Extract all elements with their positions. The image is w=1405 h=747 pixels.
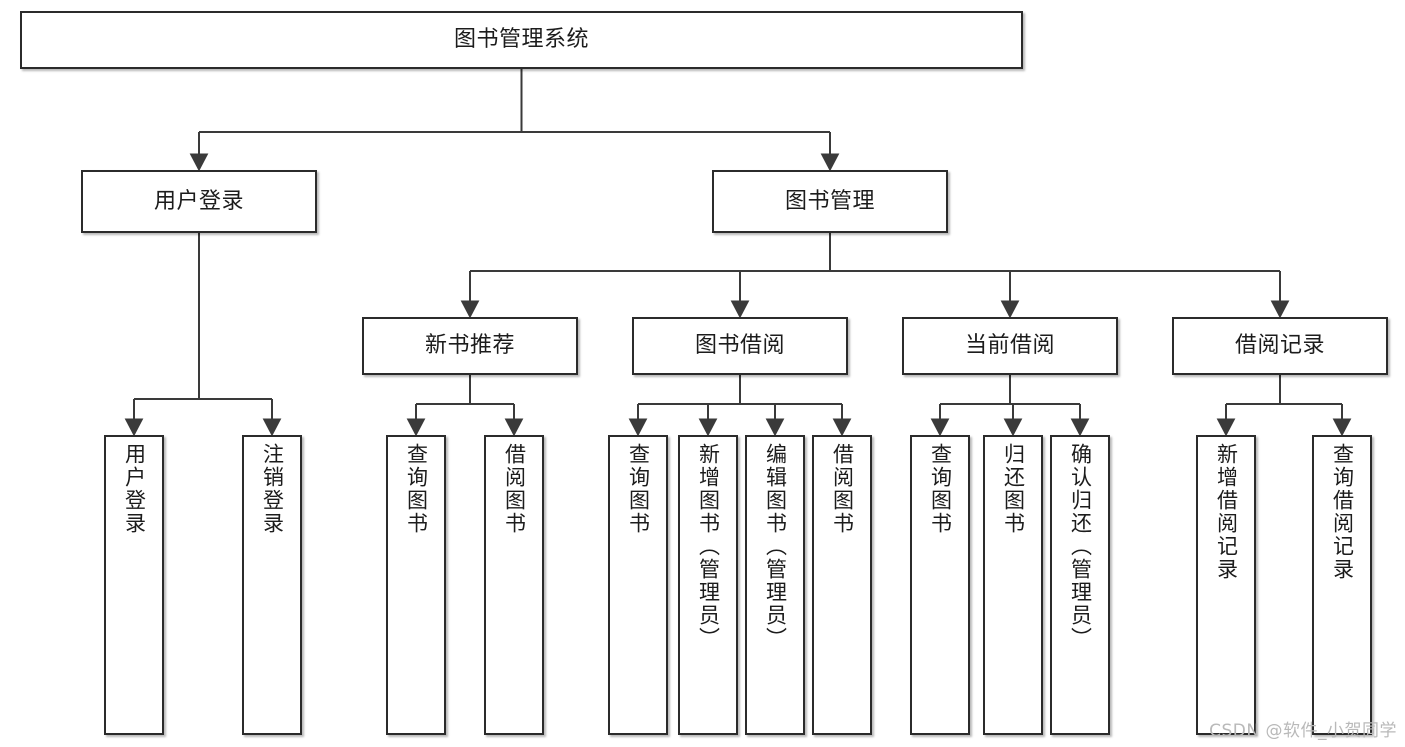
node-label: 新增图书（管理员）: [696, 443, 721, 650]
node-leaf-query-book-1[interactable]: 查询图书: [386, 435, 446, 735]
node-leaf-borrow-book-1[interactable]: 借阅图书: [484, 435, 544, 735]
node-label: 新书推荐: [424, 333, 515, 359]
node-current-loan[interactable]: 当前借阅: [902, 317, 1118, 375]
node-leaf-edit-book[interactable]: 编辑图书（管理员）: [745, 435, 805, 735]
node-loan-record[interactable]: 借阅记录: [1172, 317, 1388, 375]
node-label: 查询图书: [928, 443, 953, 535]
node-book-manage[interactable]: 图书管理: [712, 170, 948, 233]
node-leaf-user-login[interactable]: 用户登录: [104, 435, 164, 735]
node-label: 编辑图书（管理员）: [763, 443, 788, 650]
node-label: 当前借阅: [964, 333, 1055, 359]
node-label: 图书借阅: [694, 333, 785, 359]
node-leaf-user-logout[interactable]: 注销登录: [242, 435, 302, 735]
node-label: 查询借阅记录: [1330, 443, 1355, 581]
node-leaf-confirm-return[interactable]: 确认归还（管理员）: [1050, 435, 1110, 735]
watermark-label: CSDN @软件_小贺同学: [1209, 721, 1397, 741]
node-leaf-add-record[interactable]: 新增借阅记录: [1196, 435, 1256, 735]
node-label: 借阅图书: [502, 443, 527, 535]
node-user-login[interactable]: 用户登录: [81, 170, 317, 233]
node-leaf-query-record[interactable]: 查询借阅记录: [1312, 435, 1372, 735]
node-label: 查询图书: [626, 443, 651, 535]
node-label: 归还图书: [1001, 443, 1026, 535]
node-leaf-query-book-2[interactable]: 查询图书: [608, 435, 668, 735]
node-label: 借阅图书: [830, 443, 855, 535]
node-label: 借阅记录: [1234, 333, 1325, 359]
node-new-book-rec[interactable]: 新书推荐: [362, 317, 578, 375]
node-label: 用户登录: [122, 443, 147, 535]
node-book-borrow[interactable]: 图书借阅: [632, 317, 848, 375]
node-leaf-return-book[interactable]: 归还图书: [983, 435, 1043, 735]
node-label: 注销登录: [260, 443, 285, 535]
node-leaf-query-book-3[interactable]: 查询图书: [910, 435, 970, 735]
node-label: 用户登录: [153, 188, 244, 214]
node-label: 确认归还（管理员）: [1068, 443, 1093, 650]
node-root[interactable]: 图书管理系统: [20, 11, 1023, 69]
node-leaf-add-book[interactable]: 新增图书（管理员）: [678, 435, 738, 735]
node-leaf-borrow-book-2[interactable]: 借阅图书: [812, 435, 872, 735]
connector-lines: [124, 69, 1352, 437]
node-label: 图书管理: [784, 188, 875, 214]
node-label: 图书管理系统: [453, 27, 589, 53]
node-label: 新增借阅记录: [1214, 443, 1239, 581]
node-label: 查询图书: [404, 443, 429, 535]
